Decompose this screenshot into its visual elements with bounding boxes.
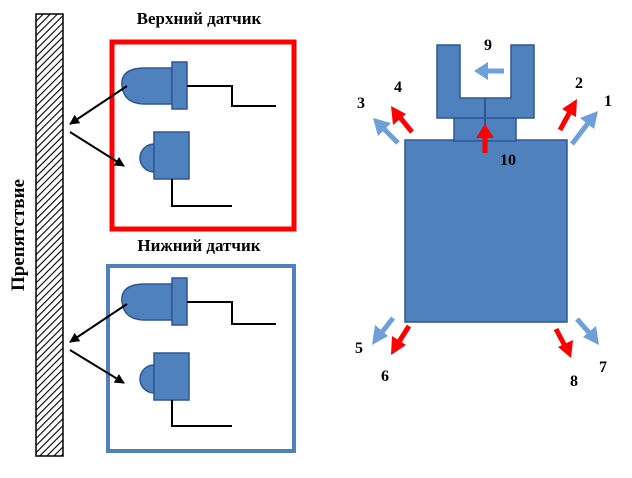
direction-arrow-3: 3: [357, 95, 400, 145]
direction-label-4: 4: [394, 79, 402, 96]
lower-emitter: [121, 277, 276, 326]
direction-arrow-10: 10: [476, 124, 516, 169]
direction-label-5: 5: [355, 340, 363, 357]
upper-emit-ray: [69, 85, 128, 125]
upper-sensor-frame: [109, 39, 297, 232]
upper-reflect-ray: [69, 131, 125, 167]
direction-arrowhead: [474, 62, 488, 80]
lower-receiver-wire: [171, 400, 232, 427]
direction-label-10: 10: [500, 152, 516, 169]
direction-arrowhead: [583, 326, 599, 345]
direction-arrowhead: [558, 340, 573, 358]
lower-sensor-title: Нижний датчик: [137, 236, 260, 255]
upper-receiver-lens: [139, 143, 155, 173]
direction-arrow-2: 2: [557, 75, 583, 132]
upper-receiver: [139, 131, 232, 207]
direction-arrow-8: 8: [553, 327, 578, 390]
upper-sensor: Верхний датчик: [69, 9, 297, 232]
direction-label-1: 1: [604, 93, 612, 110]
direction-arrowhead: [476, 124, 494, 138]
obstacle: Препятствие: [8, 13, 64, 457]
upper-emitter-lens: [121, 67, 173, 105]
direction-arrowhead: [391, 106, 406, 125]
direction-arrow-4: 4: [391, 79, 414, 134]
direction-arrowhead: [562, 99, 577, 117]
robot: [404, 44, 568, 323]
direction-arrows: 1 2 3 4 5 6 7: [355, 37, 612, 390]
lower-sensor: Нижний датчик: [69, 236, 296, 453]
direction-label-8: 8: [570, 373, 578, 390]
direction-arrowhead: [391, 336, 406, 355]
upper-sensor-title: Верхний датчик: [137, 9, 262, 28]
direction-label-7: 7: [599, 359, 607, 376]
direction-arrow-5: 5: [355, 316, 395, 357]
direction-arrow-9: 9: [474, 37, 504, 80]
upper-emitter-base: [171, 61, 188, 110]
direction-label-9: 9: [484, 37, 492, 54]
obstacle-wall: [35, 13, 64, 457]
lower-reflect-ray: [69, 349, 125, 384]
robot-gripper: [436, 44, 535, 119]
direction-label-3: 3: [357, 95, 365, 112]
lower-receiver-lens: [139, 364, 155, 394]
direction-arrowhead: [580, 111, 598, 129]
direction-label-2: 2: [575, 75, 583, 92]
direction-arrow-7: 7: [575, 317, 607, 376]
direction-label-6: 6: [381, 368, 389, 385]
lower-emitter-wire: [187, 301, 276, 325]
direction-arrowhead: [372, 325, 388, 345]
upper-emitter-wire: [187, 85, 276, 107]
upper-emitter: [121, 61, 276, 110]
lower-emitter-lens: [121, 283, 173, 321]
lower-emitter-base: [171, 277, 188, 326]
upper-receiver-body: [153, 131, 190, 180]
robot-body: [404, 139, 568, 323]
lower-receiver: [139, 352, 232, 427]
upper-receiver-wire: [171, 179, 232, 207]
obstacle-label: Препятствие: [8, 179, 29, 291]
direction-arrow-6: 6: [381, 324, 412, 385]
direction-arrowhead: [373, 118, 391, 136]
lower-sensor-frame: [106, 264, 296, 453]
lower-emit-ray: [69, 303, 128, 343]
direction-arrow-1: 1: [570, 93, 612, 146]
lower-receiver-body: [153, 352, 190, 401]
